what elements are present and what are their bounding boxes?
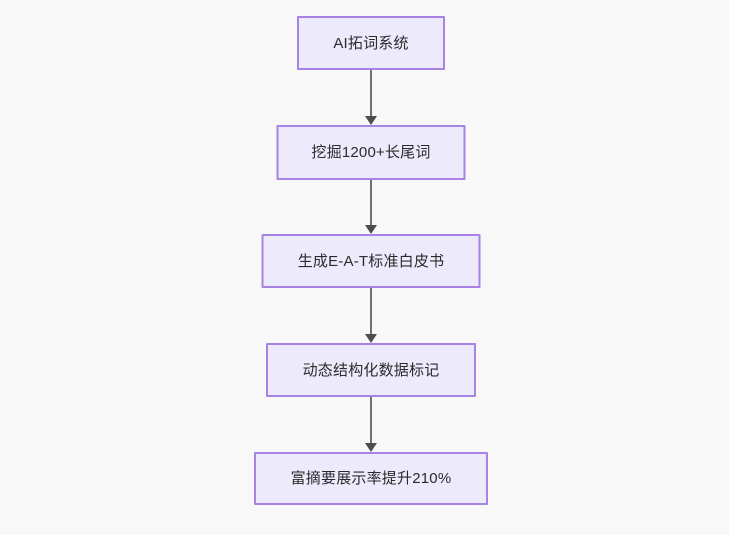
flow-node-label: AI拓词系统 — [333, 34, 409, 52]
flow-node-generate-eat-whitepaper[interactable]: 生成E-A-T标准白皮书 — [261, 234, 481, 288]
flow-connector-4 — [364, 397, 378, 452]
flow-node-label: 动态结构化数据标记 — [302, 361, 440, 379]
flow-node-label: 生成E-A-T标准白皮书 — [297, 252, 445, 270]
connector-line — [370, 288, 372, 335]
arrowhead-icon — [365, 334, 377, 343]
connector-line — [370, 397, 372, 444]
flow-node-label: 富摘要展示率提升210% — [290, 470, 452, 487]
arrowhead-icon — [365, 443, 377, 452]
flow-connector-1 — [364, 70, 378, 125]
flow-node-ai-keyword-system[interactable]: AI拓词系统 — [297, 16, 445, 70]
connector-line — [370, 180, 372, 226]
flow-connector-2 — [364, 180, 378, 234]
flow-node-rich-snippet-impression-lift[interactable]: 富摘要展示率提升210% — [254, 452, 488, 505]
flow-connector-3 — [364, 288, 378, 343]
flow-node-mine-longtail-keywords[interactable]: 挖掘1200+长尾词 — [276, 125, 466, 180]
arrowhead-icon — [365, 116, 377, 125]
connector-line — [370, 70, 372, 117]
flow-node-label: 挖掘1200+长尾词 — [311, 144, 431, 161]
flow-node-dynamic-structured-data-markup[interactable]: 动态结构化数据标记 — [266, 343, 476, 397]
arrowhead-icon — [365, 225, 377, 234]
